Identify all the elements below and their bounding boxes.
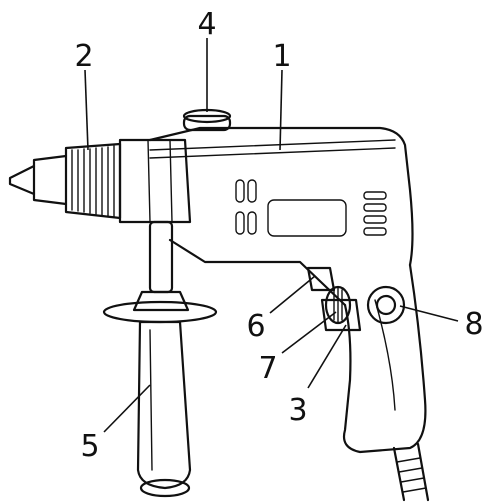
drill-housing [148,126,427,454]
callout-labels: 1 2 3 4 5 6 7 8 [74,7,483,464]
label-panel [267,199,347,237]
direction-switch [366,285,406,325]
callout-1: 1 [272,39,291,74]
power-cord [392,442,430,502]
gear-collar [118,138,192,224]
leader-2 [84,69,89,151]
leader-7 [281,311,337,354]
leader-6 [269,275,316,314]
ventilation-slots [235,179,387,236]
callout-3: 3 [288,393,307,428]
leader-1 [279,69,283,151]
leader-5 [103,384,151,433]
callout-4: 4 [197,7,216,42]
leader-3 [307,324,347,389]
callout-7: 7 [258,351,277,386]
callout-5: 5 [80,429,99,464]
leader-lines [84,38,459,433]
keyless-chuck [8,142,122,220]
callout-6: 6 [246,309,265,344]
speed-wheel [324,285,352,325]
callout-2: 2 [74,39,93,74]
leader-8 [399,305,459,322]
callout-8: 8 [464,307,483,342]
auxiliary-handle [102,220,218,498]
